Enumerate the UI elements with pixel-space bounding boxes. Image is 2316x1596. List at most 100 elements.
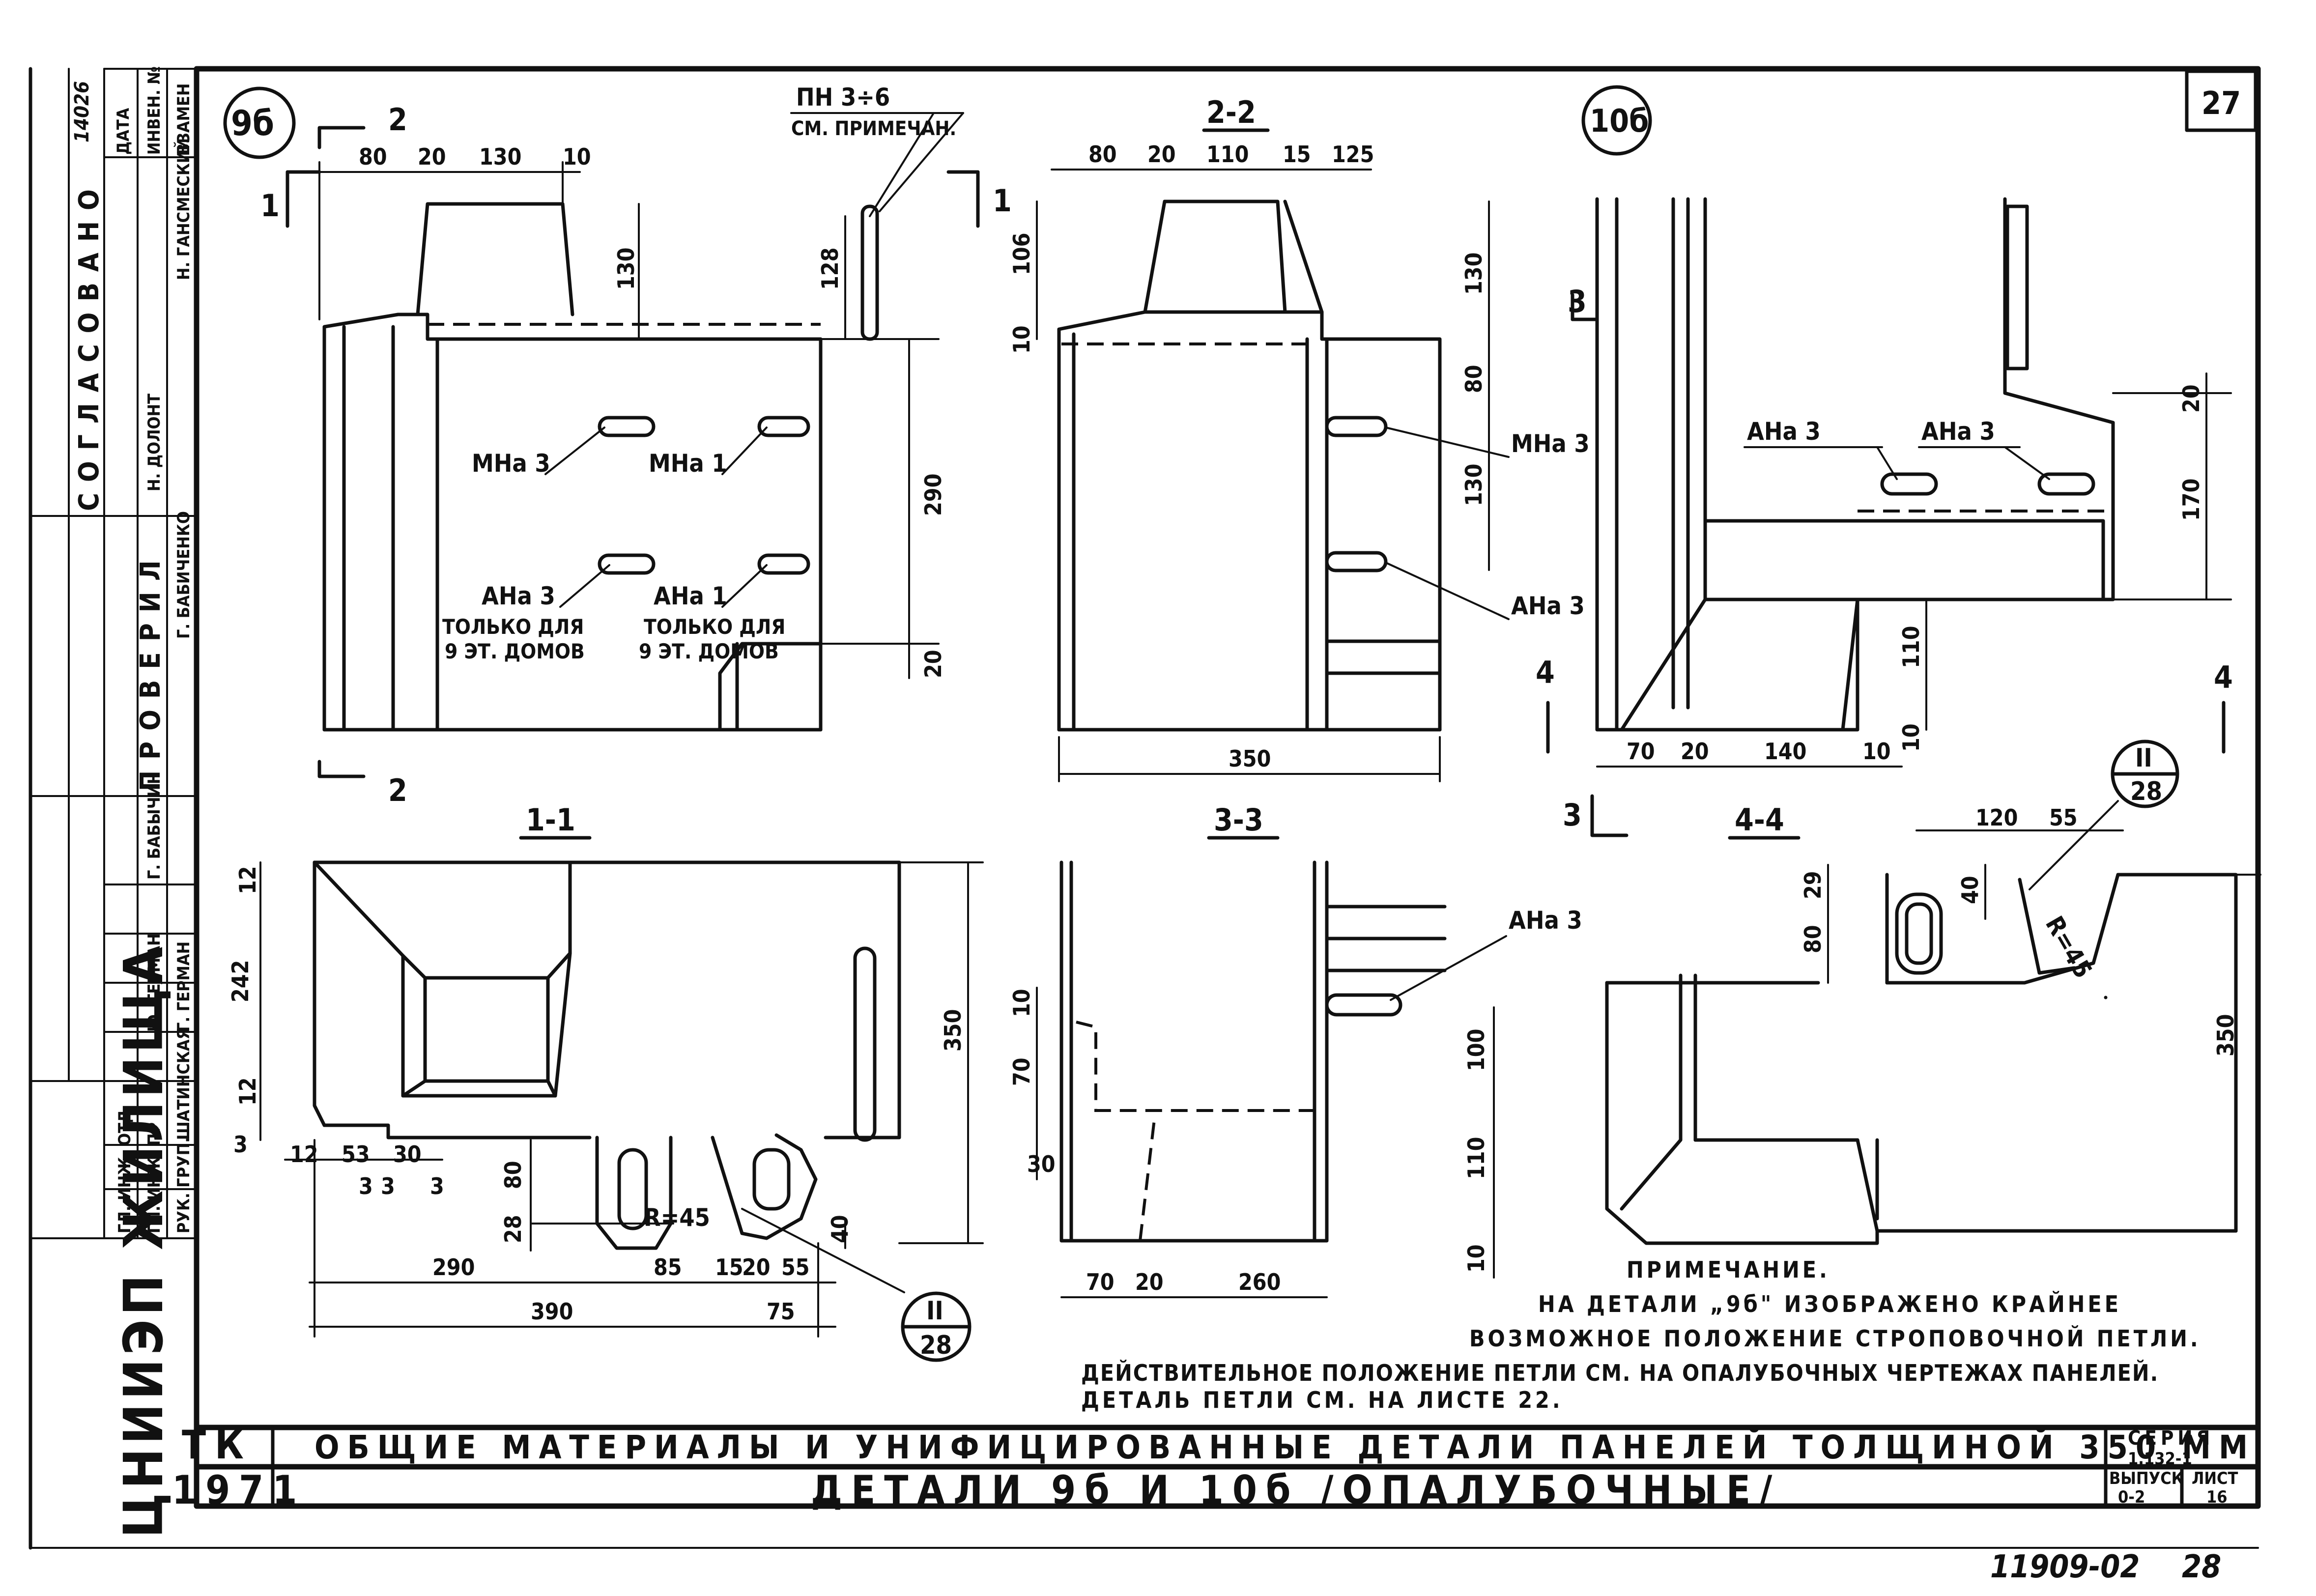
dim-22-130a: 130 [1460,253,1487,295]
dim-33-20: 20 [1135,1269,1164,1295]
title-sub: ДЕТАЛИ 9б И 10б /ОПАЛУБОЧНЫЕ/ [811,1467,1781,1513]
dim-33-70b: 70 [1086,1269,1115,1295]
detail-10b: 10б АНа 3 АНа 3 3 3 4 4 20 170 110 1 [1536,85,2233,837]
dim-22-350: 350 [1229,745,1271,772]
ref-11-bottom: 28 [920,1331,952,1360]
stamp-name-6: Г. БАБЫЧИН [144,771,164,880]
dim-11-3a: 3 [359,1173,373,1199]
label-see-note: СМ. ПРИМЕЧАН. [791,117,956,140]
section-1-1: 1-1 R=45 II 28 12 242 12 3 12 53 30 3 3 … [227,802,984,1362]
stamp-name-4: Г. ГЕРМАН [174,941,194,1032]
dim-22-80: 80 [1460,365,1487,393]
ref-44-bottom: 28 [2130,777,2162,806]
dim-11-3: 3 [233,1131,248,1158]
dim-22-106: 106 [1008,233,1035,275]
dim-10b-20b: 20 [1681,738,1709,765]
approval-stamp: ДАТА ИНВЕН. № ВЗАМЕН СОГЛАСОВАНО ПРОВЕРИ… [29,66,198,1550]
dim-33-110: 110 [1463,1137,1489,1179]
section-1-1-title: 1-1 [526,802,575,838]
org-name: ЦНИИЭП ЖИЛИЩА [112,943,175,1538]
dim-11-290: 290 [432,1254,475,1281]
dim-33-10: 10 [1008,989,1035,1017]
page-number: 28 [2182,1549,2221,1585]
note-block: ПРИМЕЧАНИЕ. НА ДЕТАЛИ „9б" ИЗОБРАЖЕНО КР… [1081,1256,2201,1413]
stamp-name-7: Ю. ГЕРМАН [144,933,164,1032]
dim-9b-80: 80 [359,143,387,170]
dim-10b-10: 10 [1862,738,1891,765]
stamp-role-1: ГЛ. ИНЖ. ОТД [115,1110,135,1233]
cut-3-top: 3 [1568,284,1587,319]
label-mna3-22: МНа 3 [1511,429,1590,458]
dim-44-29: 29 [1800,871,1826,899]
dim-11-40: 40 [827,1215,853,1243]
dim-44-55: 55 [2049,804,2078,831]
sheet-label: ЛИСТ [2192,1469,2238,1488]
dim-44-120: 120 [1975,804,2018,831]
dim-44-40: 40 [1957,876,1983,904]
dim-9b-130v: 130 [613,248,639,290]
label-r45-11: R=45 [644,1203,710,1232]
label-ana1-9b: АНа 1 [654,582,727,610]
sheet-number: 27 [2202,86,2241,122]
dim-11-75: 75 [767,1298,795,1325]
dim-11-3c: 3 [430,1173,444,1199]
year: 1971 [172,1467,306,1513]
detail-9b-marker [223,86,296,159]
detail-10b-label: 10б [1590,103,1649,140]
cut-2-bottom: 2 [388,772,407,808]
dim-10b-20: 20 [2178,384,2204,413]
title-block: ТК 1971 ОБЩИЕ МАТЕРИАЛЫ И УНИФИЦИРОВАННЫ… [172,86,2256,1585]
dim-33-70: 70 [1008,1057,1035,1086]
dim-9b-10: 10 [563,143,591,170]
dim-33-10b: 10 [1463,1244,1489,1273]
stamp-name-2: Н. ДОЛОНТ [144,394,164,491]
note-line-1: НА ДЕТАЛИ „9б" ИЗОБРАЖЕНО КРАЙНЕЕ [1538,1291,2121,1317]
dim-33-100: 100 [1463,1029,1489,1071]
tk-label: ТК [182,1422,253,1468]
stamp-col-date: ДАТА [114,108,133,155]
dim-10b-70: 70 [1627,738,1655,765]
stamp-name-1: Н. ГАНСМЕСКИЙ [173,138,194,280]
dim-11-242: 242 [227,960,254,1002]
dim-22-125: 125 [1332,141,1374,168]
sheet-frame [29,66,2261,1549]
label-pn: ПН 3÷6 [796,83,890,112]
sheet-value: 16 [2206,1487,2228,1507]
dim-9b-20: 20 [418,143,446,170]
dim-10b-170: 170 [2178,479,2204,521]
ref-11-top: II [926,1296,944,1326]
section-4-4-title: 4-4 [1735,802,1784,838]
series-label: СЕРИЯ [2128,1427,2214,1450]
dim-11-55: 55 [781,1254,810,1281]
title-main: ОБЩИЕ МАТЕРИАЛЫ И УНИФИЦИРОВАННЫЕ ДЕТАЛИ… [315,1428,2256,1466]
dim-11-12a: 12 [234,866,261,894]
cut-1-right: 1 [993,183,1012,219]
stamp-name-3: Г. БАБИЧЕНКО [174,511,194,639]
archive-number: 11909-02 [1990,1549,2140,1585]
cut-4-right: 4 [2214,659,2233,695]
label-only-for-a-2: ТОЛЬКО ДЛЯ [644,615,785,639]
cut-2-top: 2 [388,102,407,138]
dim-11-20: 20 [742,1254,771,1281]
dim-11-15: 15 [715,1254,743,1281]
dim-33-30: 30 [1027,1151,1056,1177]
issue-label: ВЫПУСК [2109,1469,2184,1488]
cut-1-left: 1 [260,188,280,224]
stamp-role-2: ГЛ. ИНЖ. ПР [144,1122,164,1233]
stamp-check-header: ПРОВЕРИЛ [135,549,167,791]
stamp-coord-header: СОГЛАСОВАНО [73,178,105,511]
label-ana3-9b: АНа 3 [482,582,555,610]
dim-11-30: 30 [393,1141,422,1168]
note-line-3: ДЕЙСТВИТЕЛЬНОЕ ПОЛОЖЕНИЕ ПЕТЛИ СМ. НА ОП… [1081,1360,2159,1386]
label-mna3-9b: МНа 3 [472,449,550,478]
stamp-col-replace: ВЗАМЕН [174,83,194,155]
label-ana3-33: АНа 3 [1509,906,1582,935]
dim-11-390: 390 [531,1298,573,1325]
dim-22-20: 20 [1147,141,1176,168]
label-only-for-a-1: ТОЛЬКО ДЛЯ [442,615,584,639]
dim-9b-130: 130 [479,143,521,170]
note-heading: ПРИМЕЧАНИЕ. [1627,1256,1830,1283]
note-line-2: ВОЗМОЖНОЕ ПОЛОЖЕНИЕ СТРОПОВОЧНОЙ ПЕТЛИ. [1469,1325,2201,1352]
label-ana3-10b-2: АНа 3 [1921,417,1995,446]
dim-22-15: 15 [1283,141,1311,168]
